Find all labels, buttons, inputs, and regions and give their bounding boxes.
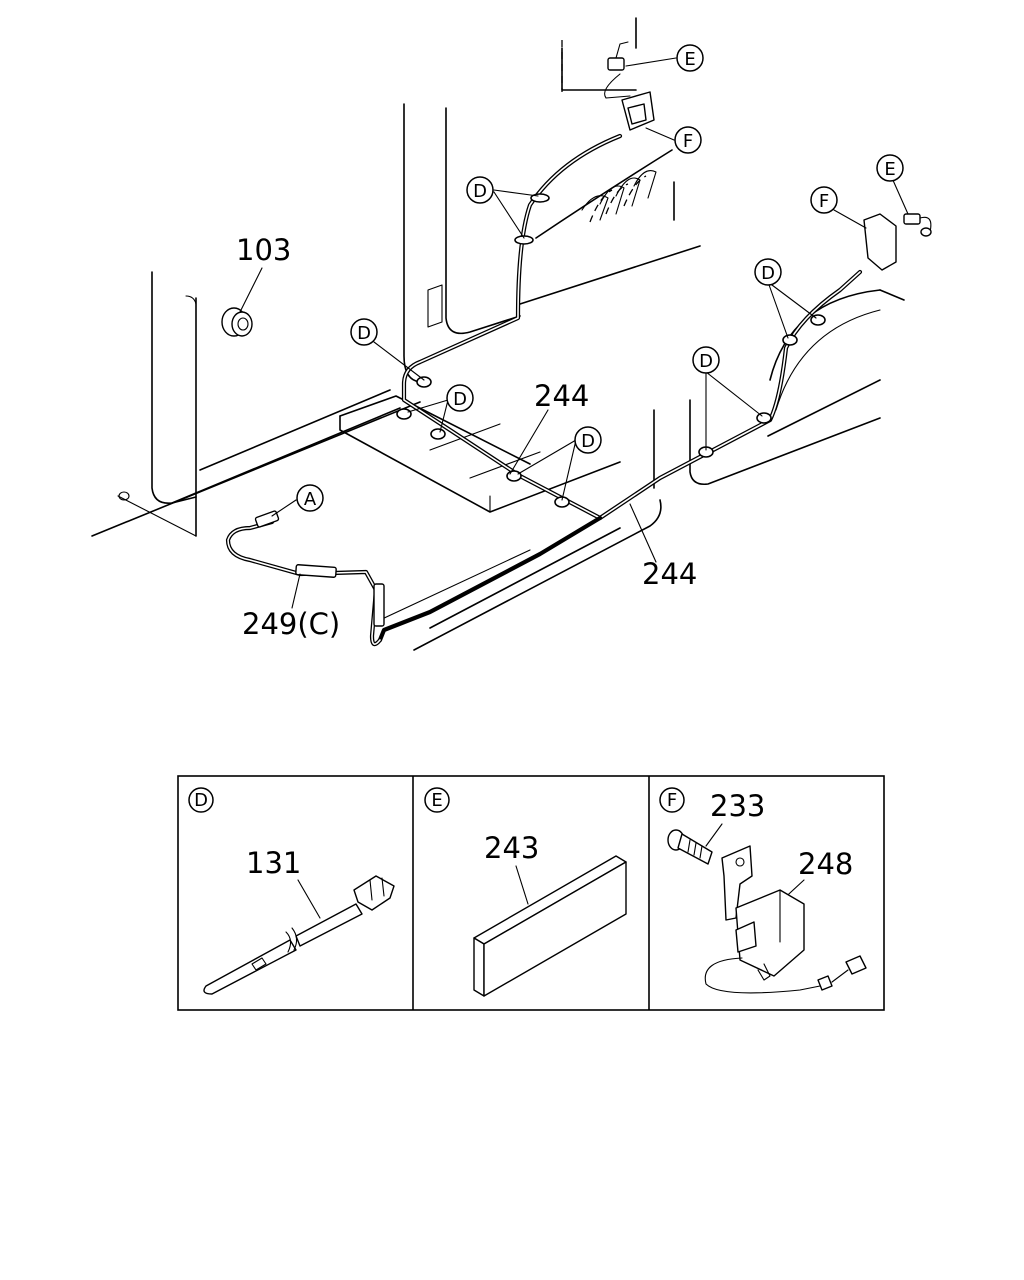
marker-d-3-label: D [453,389,467,410]
callout-233: 233 [710,789,765,823]
marker-d-2-label: D [357,323,371,344]
marker-d-1-label: D [473,181,487,202]
marker-d-5-label: D [699,351,713,372]
marker-d-4 [574,426,602,454]
marker-d-4-label: D [581,431,595,452]
marker-d-6-label: D [761,263,775,284]
marker-d-1 [466,176,494,204]
hose-clamps [396,193,826,508]
detail-panels: D 131 E 243 F 233 248 [177,775,885,1011]
detail-f-letter: F [667,790,677,811]
marker-f-right [810,186,838,214]
detail-f: F 233 248 [659,787,867,994]
marker-d-2 [350,318,378,346]
callout-103: 103 [236,233,291,267]
cab-structure [91,17,905,651]
marker-e-top [676,44,704,72]
marker-e-right [876,154,904,182]
marker-f-top-label: F [683,131,693,152]
callout-244-upper: 244 [534,379,589,413]
marker-f-right-label: F [819,191,829,212]
detail-e: E 243 [424,787,627,997]
callouts: 103 244 244 249(C) [236,233,697,641]
callout-248: 248 [798,847,853,881]
marker-d-6 [754,258,782,286]
callout-131: 131 [246,846,301,880]
marker-a [296,484,324,512]
detail-d: D 131 [188,787,395,995]
marker-a-label: A [304,489,317,510]
callout-249c: 249(C) [242,607,340,641]
letter-markers: E F D D D D D D F E A [296,44,904,512]
grommet-part [221,307,253,337]
leader-lines [239,57,909,609]
marker-d-5 [692,346,720,374]
marker-d-3 [446,384,474,412]
detail-d-letter: D [194,790,208,811]
marker-e-right-label: E [884,159,895,180]
callout-243: 243 [484,831,539,865]
marker-f-top [674,126,702,154]
marker-e-top-label: E [684,49,695,70]
callout-244-lower: 244 [642,557,697,591]
brake-hose [225,41,932,647]
detail-e-letter: E [431,790,442,811]
